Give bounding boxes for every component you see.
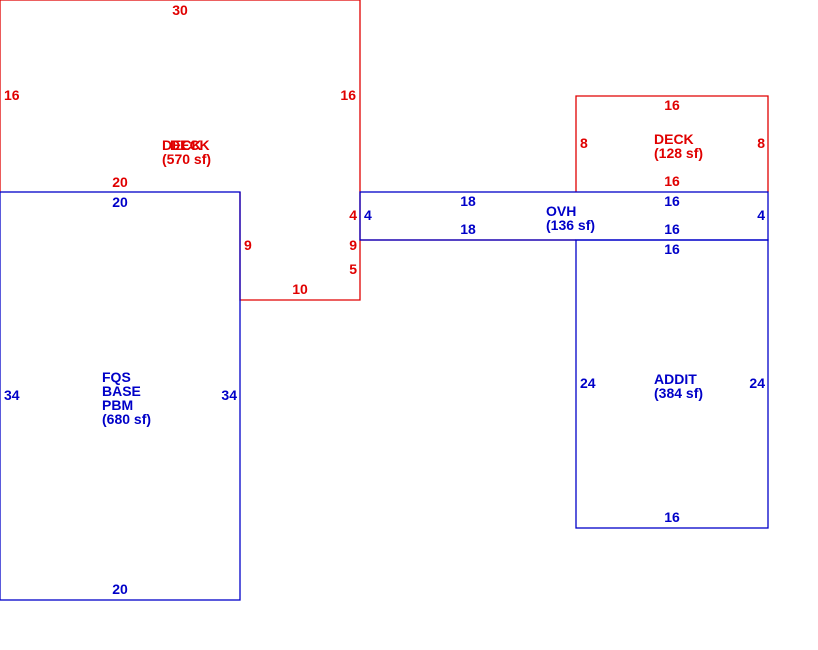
fqs-label-line2: BASE <box>102 383 141 399</box>
ovh-bottom-right-dim: 16 <box>664 221 680 237</box>
deck-main-step-bottom-dim: 10 <box>292 281 308 297</box>
fqs-label-line3: PBM <box>102 397 133 413</box>
deck-main-right-lower-dim-b: 9 <box>349 237 357 253</box>
fqs-label-line1: FQS <box>102 369 131 385</box>
ovh-name: OVH <box>546 203 576 219</box>
deck-small-outline <box>575 95 769 192</box>
ovh-bottom-left-dim: 18 <box>460 221 476 237</box>
ovh-top-left-dim: 18 <box>460 193 476 209</box>
ovh-area: (136 sf) <box>546 217 595 233</box>
deck-small-left-dim: 8 <box>580 135 588 151</box>
addit-area: (384 sf) <box>654 385 703 401</box>
deck-main-bottom-dim: 20 <box>112 174 128 190</box>
deck-small-bottom-dim: 16 <box>664 173 680 189</box>
ovh-left-dim: 4 <box>364 207 372 223</box>
addit-right-dim: 24 <box>749 375 765 391</box>
addit-top-dim: 16 <box>664 241 680 257</box>
addit-name: ADDIT <box>654 371 697 387</box>
deck-main-name-overprint: DECK <box>170 137 210 153</box>
deck-main-right-dim: 16 <box>340 87 356 103</box>
fqs-bottom-dim: 20 <box>112 581 128 597</box>
fqs-left-dim: 34 <box>4 387 20 403</box>
deck-small-right-dim: 8 <box>757 135 765 151</box>
deck-main-area: (570 sf) <box>162 151 211 167</box>
deck-small-top-dim: 16 <box>664 97 680 113</box>
fqs-right-dim: 34 <box>221 387 237 403</box>
ovh-top-right-dim: 16 <box>664 193 680 209</box>
addit-bottom-dim: 16 <box>664 509 680 525</box>
deck-main-right-lower-dim-a: 4 <box>349 207 357 223</box>
deck-main-left-dim: 16 <box>4 87 20 103</box>
fqs-top-dim: 20 <box>112 194 128 210</box>
fqs-base-outline <box>0 191 241 601</box>
deck-main-inner-left-dim: 9 <box>244 237 252 253</box>
deck-small-area: (128 sf) <box>654 145 703 161</box>
ovh-outline <box>359 191 769 241</box>
ovh-right-dim: 4 <box>757 207 765 223</box>
deck-main-right-lower-dim-c: 5 <box>349 261 357 277</box>
addit-outline <box>575 239 769 529</box>
fqs-area: (680 sf) <box>102 411 151 427</box>
deck-main-name: DECK <box>162 137 202 153</box>
addit-left-dim: 24 <box>580 375 596 391</box>
deck-main-top-dim: 30 <box>172 2 188 18</box>
deck-small-name: DECK <box>654 131 694 147</box>
